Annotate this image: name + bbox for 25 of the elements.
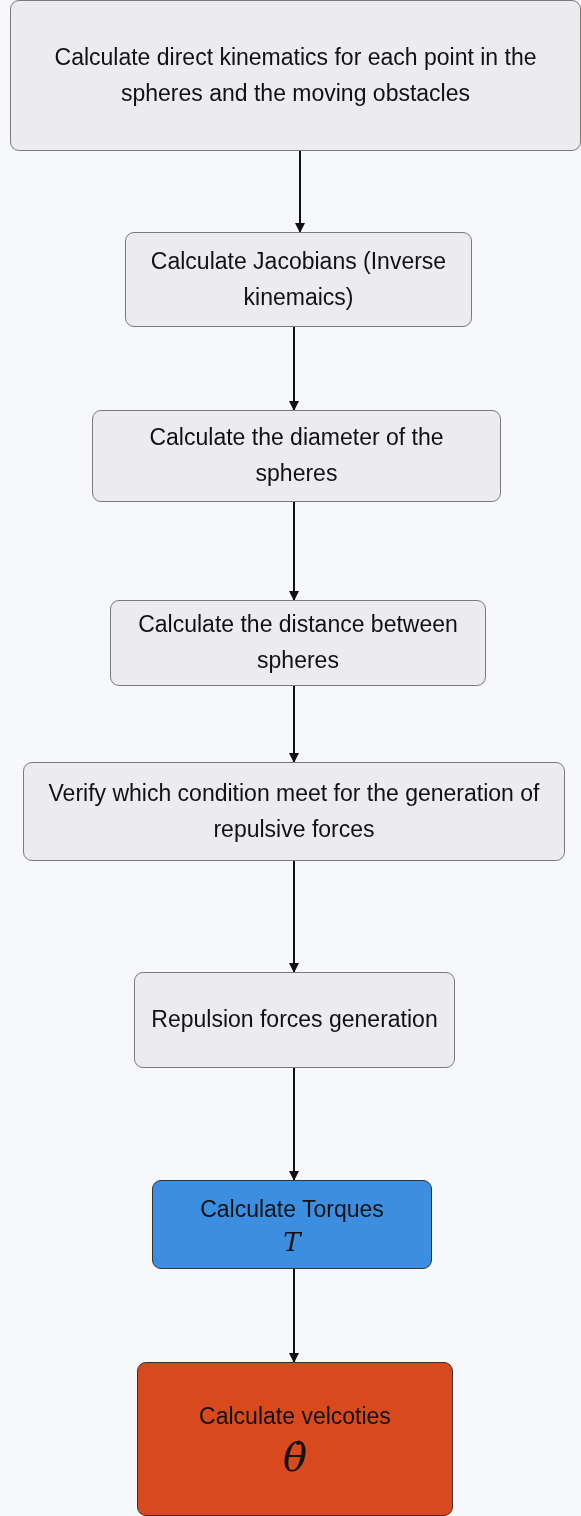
highlighted-process-box bbox=[152, 1180, 432, 1269]
arrow bbox=[289, 860, 299, 973]
highlighted-process-box bbox=[137, 1362, 453, 1516]
arrow bbox=[289, 685, 299, 763]
step-text: Calculate the diameter of the spheres bbox=[148, 423, 445, 488]
math-symbol: T bbox=[283, 1228, 301, 1257]
process-box bbox=[10, 0, 581, 151]
arrow bbox=[289, 501, 299, 601]
process-box bbox=[110, 600, 486, 686]
arrow bbox=[295, 150, 305, 233]
step-text: Repulsion forces generation bbox=[151, 1005, 438, 1035]
step-text: Calculate velcoties bbox=[199, 1402, 391, 1432]
arrow bbox=[289, 326, 299, 411]
arrow bbox=[289, 1268, 299, 1363]
process-box bbox=[134, 972, 455, 1068]
process-box bbox=[92, 410, 501, 502]
arrow bbox=[289, 1067, 299, 1181]
step-text: Verify which condition meet for the generation of repulsive forces bbox=[47, 778, 541, 844]
process-box bbox=[23, 762, 565, 861]
step-text: Calculate Torques bbox=[200, 1195, 384, 1225]
math-symbol: θ̇ bbox=[282, 1434, 308, 1479]
step-text: Calculate the distance between spheres bbox=[137, 610, 459, 675]
step-text: Calculate Jacobians (Inverse kinemaics) bbox=[149, 246, 448, 312]
process-box bbox=[125, 232, 472, 327]
step-text: Calculate direct kinematics for each point in the spheres and the moving obstacles bbox=[53, 42, 538, 108]
